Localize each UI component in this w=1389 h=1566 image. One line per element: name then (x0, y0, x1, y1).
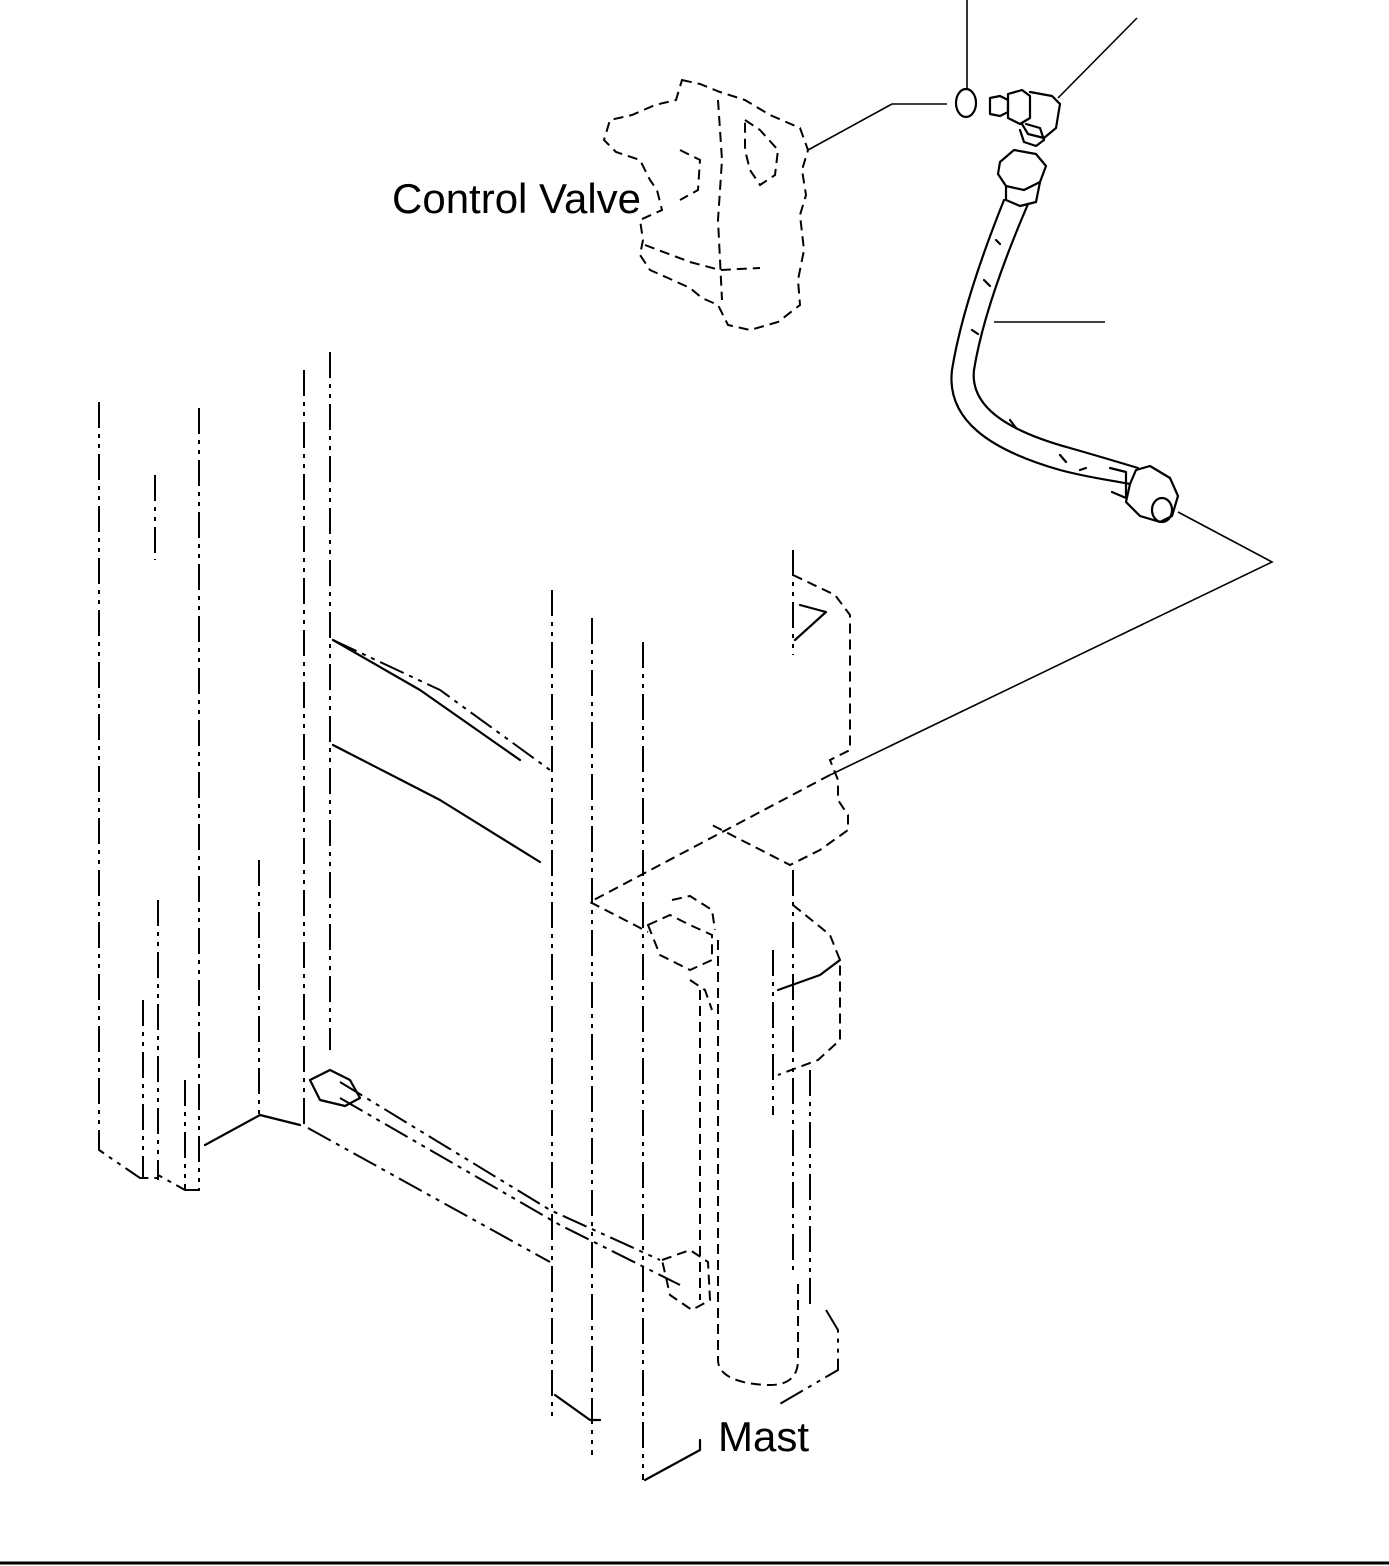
elbow-fitting-leader (1057, 17, 1138, 99)
control-valve-drawing (602, 78, 810, 332)
mast-label: Mast (718, 1413, 809, 1460)
o-ring-drawing (954, 87, 978, 119)
mast-drawing (98, 352, 851, 1482)
control-valve-label: Control Valve (392, 175, 641, 222)
hose-connection-leader-upper (829, 511, 1274, 776)
elbow-fitting-drawing (988, 88, 1062, 148)
control-valve-leader (807, 103, 947, 151)
hose-drawing (950, 148, 1180, 524)
